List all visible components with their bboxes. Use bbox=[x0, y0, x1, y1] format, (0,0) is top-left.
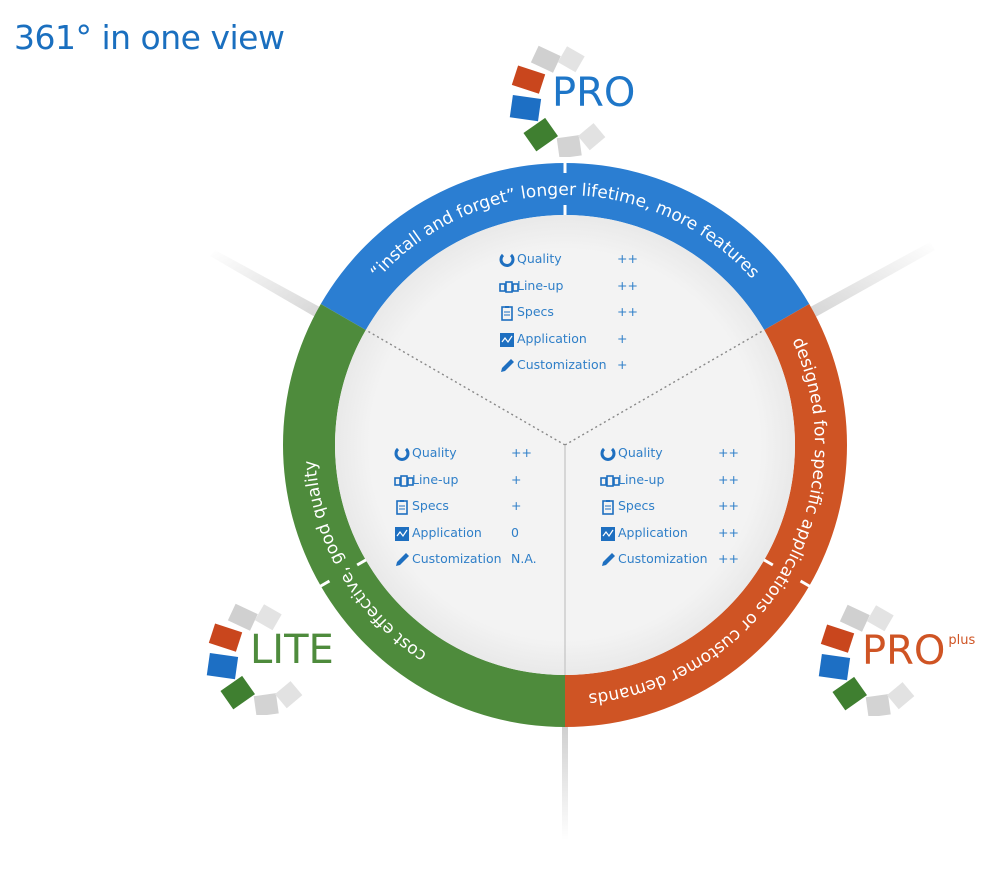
feature-label: Specs bbox=[412, 498, 449, 513]
customization-icon bbox=[499, 358, 515, 374]
feature-rating: + bbox=[511, 498, 522, 513]
feature-label: Quality bbox=[618, 445, 663, 460]
quality-icon bbox=[600, 446, 616, 462]
specs-icon bbox=[600, 499, 616, 515]
feature-rating: + bbox=[617, 357, 628, 372]
feature-label: Application bbox=[517, 330, 587, 346]
feature-rating: + bbox=[511, 471, 522, 487]
ring bbox=[283, 162, 847, 727]
feature-label: Quality bbox=[412, 445, 457, 460]
ring-tick bbox=[319, 579, 331, 588]
feature-label: Quality bbox=[517, 251, 562, 266]
customization-icon bbox=[394, 552, 410, 568]
sector-dividers bbox=[365, 329, 765, 675]
logo-pro-label: PRO bbox=[552, 70, 636, 116]
ring-sector-proplus bbox=[565, 304, 847, 727]
feature-label: Specs bbox=[618, 498, 655, 513]
specs-icon bbox=[394, 499, 410, 515]
feature-rating: ++ bbox=[617, 304, 638, 319]
feature-label: Specs bbox=[517, 304, 554, 319]
application-icon bbox=[499, 332, 515, 348]
feature-rating: + bbox=[617, 330, 628, 346]
feature-label: Customization bbox=[412, 551, 502, 566]
page-title: 361° in one view bbox=[14, 18, 285, 57]
application-icon bbox=[394, 526, 410, 542]
sector-divider bbox=[564, 329, 765, 446]
divider-line-right bbox=[790, 242, 935, 328]
feature-label: Line-up bbox=[618, 471, 665, 487]
application-icon bbox=[600, 526, 616, 542]
ring-sector-pro bbox=[320, 163, 810, 330]
divider-line-bottom bbox=[562, 725, 568, 840]
customization-icon bbox=[600, 552, 616, 568]
feature-label: Application bbox=[412, 524, 482, 540]
ring-tick bbox=[356, 558, 368, 567]
feature-rating: ++ bbox=[718, 445, 739, 460]
feature-rating: ++ bbox=[511, 445, 532, 460]
feature-label: Application bbox=[618, 524, 688, 540]
feature-rating: ++ bbox=[718, 524, 739, 540]
feature-rating: ++ bbox=[617, 277, 638, 293]
logo-proplus-word: PRO bbox=[862, 628, 946, 674]
divider-line-left bbox=[210, 250, 340, 328]
feature-label: Line-up bbox=[517, 277, 564, 293]
quality-icon bbox=[499, 252, 515, 268]
logo-proplus-sup: plus bbox=[948, 632, 976, 648]
feature-rating: ++ bbox=[718, 551, 739, 566]
specs-icon bbox=[499, 305, 515, 321]
quality-icon bbox=[394, 446, 410, 462]
ring-tick bbox=[799, 579, 811, 588]
sector-divider bbox=[365, 329, 566, 446]
feature-rating: ++ bbox=[718, 471, 739, 487]
logo-lite-label: LITE bbox=[250, 627, 334, 673]
lineup-icon bbox=[499, 279, 519, 295]
feature-rating: ++ bbox=[718, 498, 739, 513]
feature-rating: ++ bbox=[617, 251, 638, 266]
feature-label: Customization bbox=[517, 357, 607, 372]
lineup-icon bbox=[600, 473, 620, 489]
feature-label: Line-up bbox=[412, 471, 459, 487]
feature-label: Customization bbox=[618, 551, 708, 566]
lineup-icon bbox=[394, 473, 414, 489]
ring-sector-lite bbox=[283, 304, 565, 727]
feature-rating: 0 bbox=[511, 524, 519, 540]
ring-tick bbox=[762, 558, 774, 567]
feature-rating: N.A. bbox=[511, 551, 537, 566]
